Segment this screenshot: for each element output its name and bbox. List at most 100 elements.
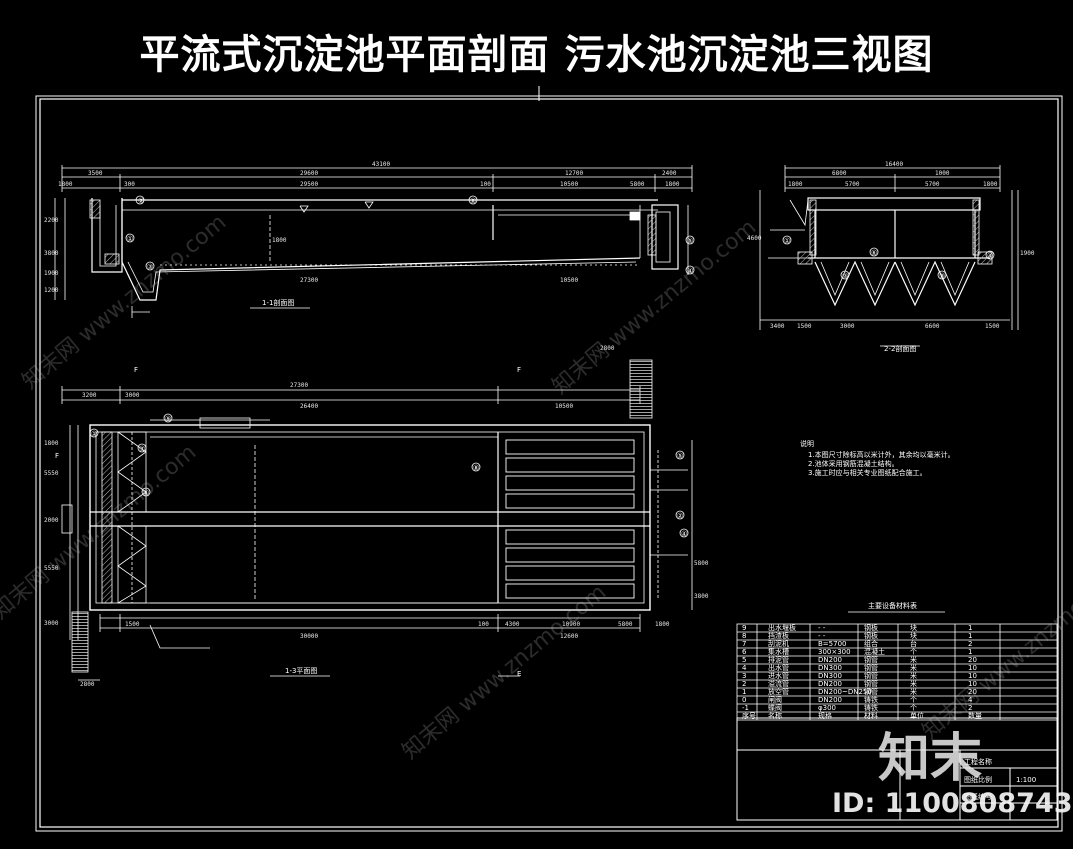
- table-cell: 集水槽: [768, 647, 789, 656]
- title-block-label: 图纸编号: [964, 792, 992, 801]
- table-cell: 20: [968, 688, 977, 696]
- section-1-1: [54, 165, 695, 318]
- view-label-1-3: 1-3平面图: [285, 667, 317, 675]
- title-block-label: 工程名称: [964, 757, 992, 766]
- marker-5: ⑤: [677, 452, 683, 460]
- table-cell: 刮泥机: [768, 639, 789, 648]
- dim-label: 1800: [44, 440, 59, 447]
- table-cell: 5: [742, 656, 746, 664]
- table-cell: 个: [910, 704, 917, 712]
- dim-label: 30000: [300, 633, 318, 640]
- table-cell: 1: [742, 688, 746, 696]
- table-cell: 7: [742, 640, 746, 648]
- table-cell: 排泥管: [768, 655, 789, 664]
- table-cell: 0: [742, 696, 746, 704]
- dim-label: 3000: [125, 392, 140, 399]
- table-cell: 1: [968, 632, 972, 640]
- dim-label: 10900: [562, 621, 580, 628]
- table-cell: 组合: [864, 639, 878, 648]
- page-title: 平流式沉淀池平面剖面 污水池沉淀池三视图: [139, 32, 934, 78]
- dim-label: 10500: [560, 277, 578, 284]
- dim-label: 5550: [44, 470, 59, 477]
- marker-9: ⑨: [165, 415, 171, 423]
- table-cell: DN200: [818, 656, 842, 664]
- dim-label: 26400: [300, 403, 318, 410]
- title-block-label: 图纸比例: [964, 775, 992, 784]
- section-letter: E: [517, 670, 521, 678]
- table-cell: 序号: [742, 711, 756, 720]
- dim-label: 1800: [655, 621, 670, 628]
- table-cell: 钢板: [864, 623, 878, 632]
- table-cell: 混凝土: [864, 647, 885, 656]
- marker-8: ⑧: [473, 464, 479, 472]
- dim-label: 1800: [788, 181, 803, 188]
- section-1-1-labels: 43100 3500 29600 12700 2400 1800 300 295…: [44, 161, 693, 307]
- plan-1-3: [61, 359, 693, 681]
- table-cell: 块: [910, 623, 917, 632]
- section-2-2-labels: 16400 6800 1000 1800 5700 5700 1800 3400…: [747, 161, 1035, 353]
- dim-label: 2200: [44, 217, 59, 224]
- section-letter: F: [55, 452, 59, 460]
- dim-overall: 16400: [885, 161, 903, 168]
- dim-label: 4300: [505, 621, 520, 628]
- table-cell: 名称: [768, 711, 782, 720]
- dim-label: 1800: [272, 237, 287, 244]
- table-cell: 米: [910, 655, 917, 664]
- table-cell: 3: [742, 672, 746, 680]
- table-cell: 钢管: [864, 687, 878, 696]
- dim-label: 3800: [44, 250, 59, 257]
- title-block-label: 1:100: [1016, 776, 1036, 784]
- dim-label: 2400: [662, 170, 677, 177]
- dim-label: 1500: [125, 621, 140, 628]
- table-cell: -1: [742, 704, 749, 712]
- table-cell: DN300: [818, 672, 842, 680]
- table-cell: 米: [910, 687, 917, 696]
- dim-label: 1900: [1020, 250, 1035, 257]
- table-cell: 1: [968, 624, 972, 632]
- table-cell: 块: [910, 631, 917, 640]
- dim-label: 2800: [600, 345, 615, 352]
- section-2-2: [759, 165, 1019, 347]
- dim-label: 10500: [560, 181, 578, 188]
- notes-heading: 说明: [800, 439, 814, 448]
- dim-label: 27300: [300, 277, 318, 284]
- table-cell: DN200: [818, 680, 842, 688]
- table-cell: 10: [968, 680, 977, 688]
- table-cell: 4: [968, 696, 973, 704]
- table-cell: 进水管: [768, 671, 789, 680]
- marker-2: ②: [677, 512, 683, 520]
- view-label-1-1: 1-1剖面图: [262, 298, 294, 307]
- table-cell: B=5700: [818, 640, 846, 648]
- table-cell: 材料: [864, 711, 878, 720]
- table-cell: 蝶阀: [768, 703, 782, 712]
- dim-label: 1500: [797, 323, 812, 330]
- marker-3: ③: [939, 272, 945, 280]
- table-caption: 主要设备材料表: [868, 601, 917, 610]
- dim-label: 5700: [845, 181, 860, 188]
- dim-label: 29500: [300, 181, 318, 188]
- table-cell: 单位: [910, 711, 924, 720]
- table-cell: 数量: [968, 711, 982, 720]
- dim-label: 3800: [694, 593, 709, 600]
- marker-8: ⑧: [470, 197, 476, 205]
- table-cell: 钢管: [864, 663, 878, 672]
- watermark-text: 知末网 www.znzmo.com: [18, 210, 231, 395]
- table-cell: 1: [968, 648, 972, 656]
- table-cell: 出水堰板: [768, 623, 796, 632]
- dim-label: 3000: [840, 323, 855, 330]
- marker-6: ⑥: [871, 249, 877, 257]
- dim-overall: 27300: [290, 382, 308, 389]
- dim-label: 10500: [555, 403, 573, 410]
- dim-label: 4600: [747, 235, 762, 242]
- table-cell: 个: [910, 696, 917, 704]
- table-cell: DN200~DN250: [818, 688, 872, 696]
- marker-4: ④: [687, 267, 693, 275]
- table-cell: DN300: [818, 664, 842, 672]
- dim-label: 1900: [44, 270, 59, 277]
- table-cell: 铸铁: [864, 703, 878, 712]
- section-letter: F: [134, 366, 138, 374]
- table-cell: 米: [910, 671, 917, 680]
- table-cell: 钢板: [864, 631, 878, 640]
